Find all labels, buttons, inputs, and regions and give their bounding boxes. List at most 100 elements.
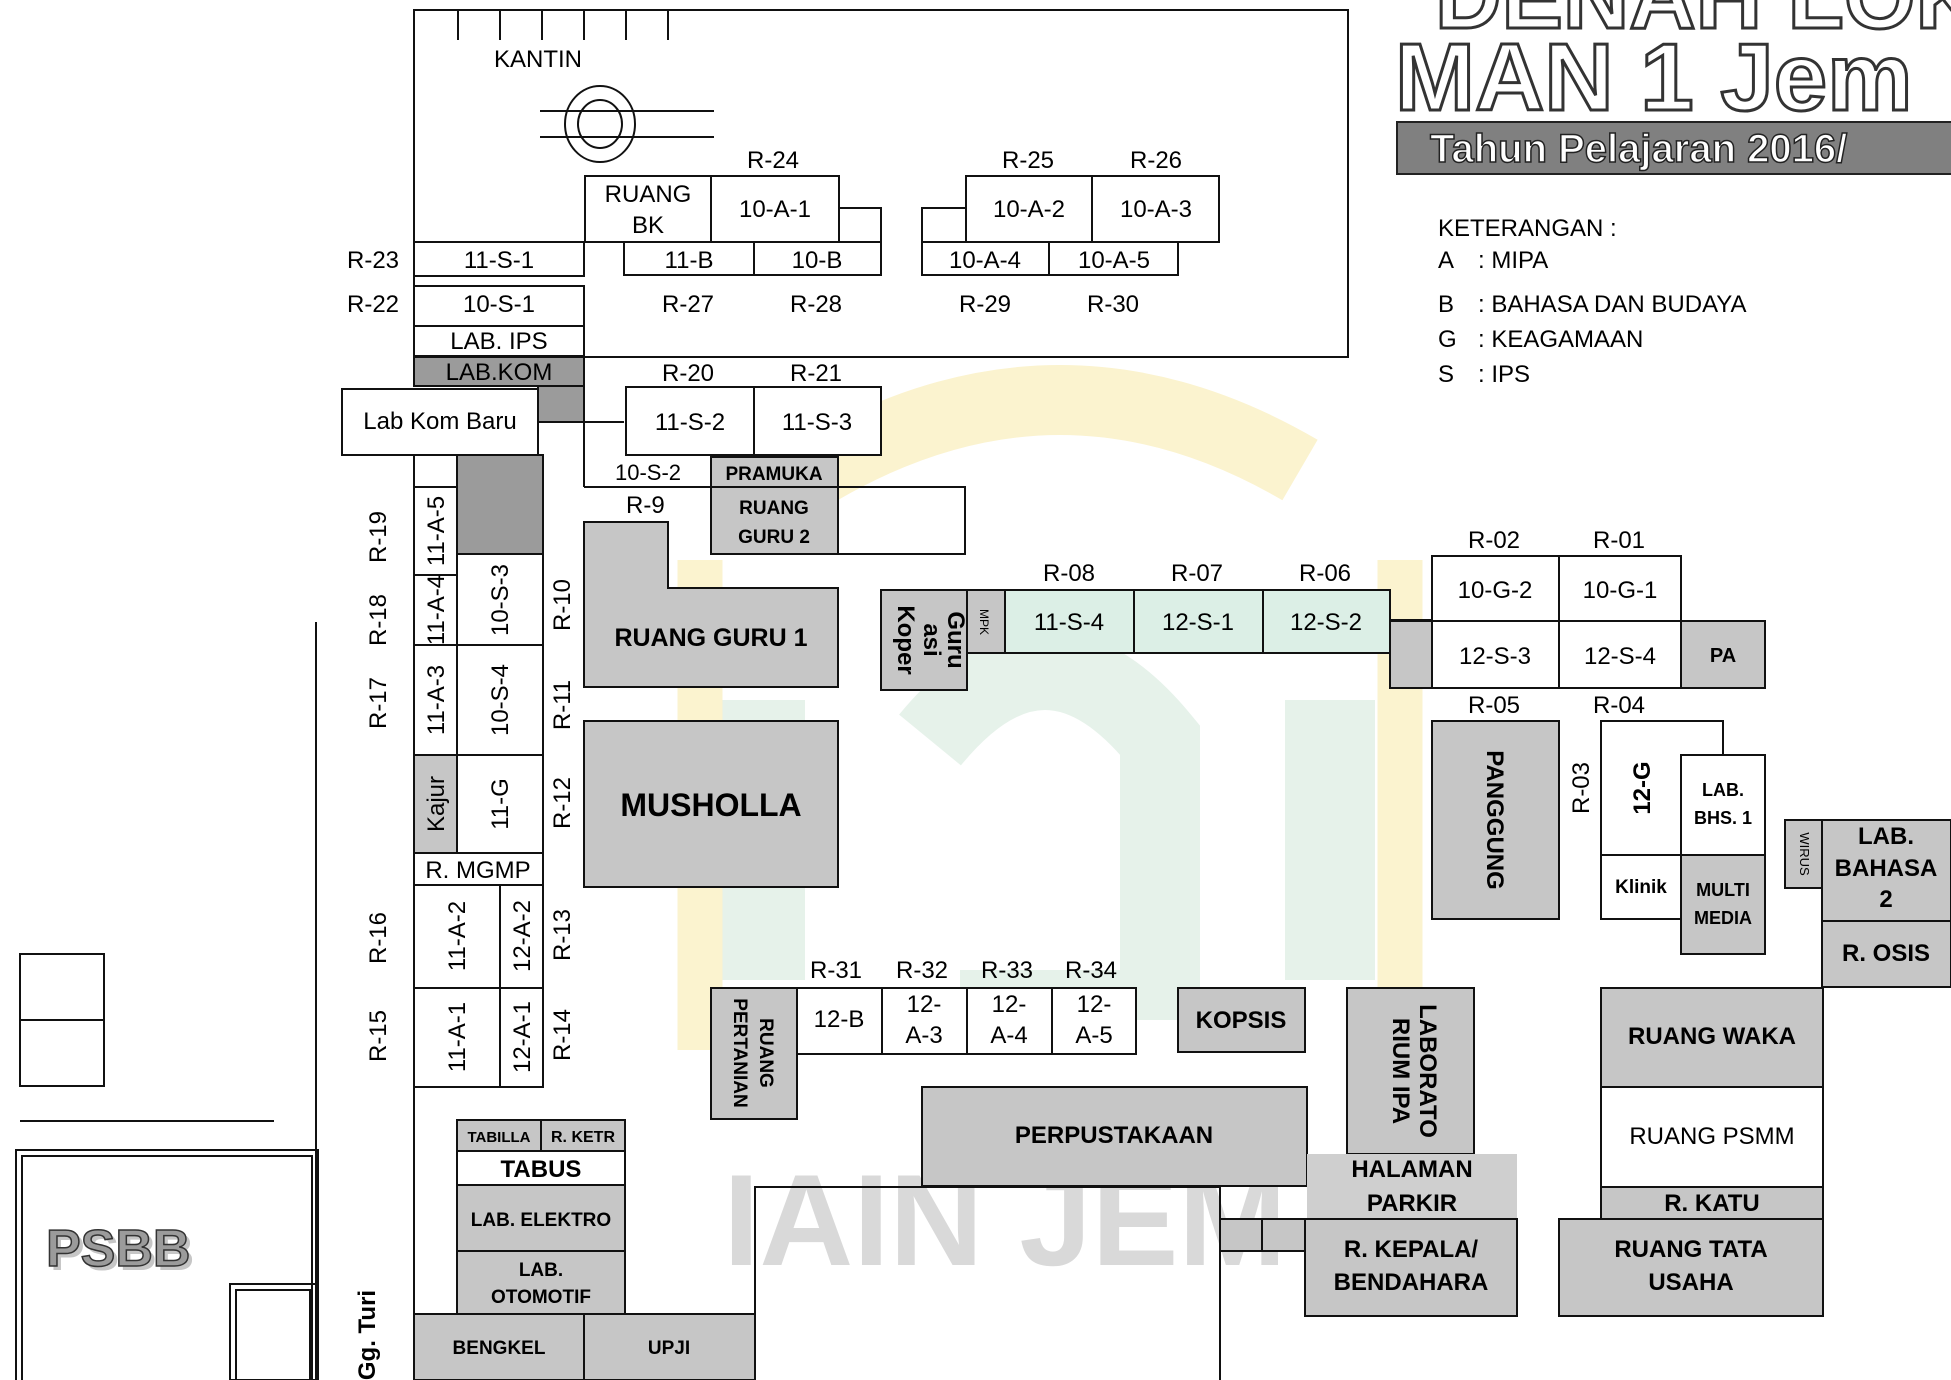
- ruang-tata-usaha-label-2: USAHA: [1648, 1269, 1733, 1296]
- r-kepala-label-1: R. KEPALA/: [1344, 1236, 1479, 1263]
- r-osis[interactable]: [1821, 920, 1951, 988]
- ruang-waka[interactable]: [1600, 987, 1824, 1088]
- class-11-a-5[interactable]: [413, 486, 458, 576]
- perpustakaan[interactable]: [921, 1086, 1308, 1187]
- legend-desc-a: : MIPA: [1478, 247, 1548, 274]
- psbb-label-shadow: PSBB: [50, 1224, 194, 1282]
- room-number-r10: R-10: [549, 579, 576, 631]
- legend-desc-g: : KEAGAMAAN: [1478, 326, 1643, 353]
- multimedia[interactable]: [1680, 854, 1766, 955]
- lab-bahasa-2[interactable]: [1821, 819, 1951, 922]
- ruang-pertanian[interactable]: [710, 987, 798, 1120]
- ruang-guru-2[interactable]: [710, 486, 839, 555]
- class-12-a-5-label-2: A-5: [1075, 1022, 1112, 1049]
- class-10-s-4[interactable]: [456, 644, 544, 756]
- ruang-tata-usaha[interactable]: [1558, 1218, 1824, 1317]
- class-12-a-1[interactable]: [499, 987, 544, 1088]
- kajur[interactable]: [413, 754, 458, 854]
- class-11-b[interactable]: [623, 241, 755, 276]
- class-10-a-3[interactable]: [1091, 175, 1220, 243]
- ruang-bk-label-2: BK: [632, 212, 664, 239]
- r-ketr[interactable]: [540, 1119, 626, 1152]
- ruang-psmm-label: RUANG PSMM: [1629, 1123, 1794, 1150]
- kopsis[interactable]: [1177, 987, 1306, 1053]
- lab-otomotif-label-1: LAB.: [519, 1260, 563, 1281]
- class-11-s-3-label: 11-S-3: [782, 409, 852, 436]
- psbb-corner-room-inner: [235, 1289, 311, 1380]
- class-11-g[interactable]: [456, 754, 544, 854]
- panggung-label: PANGGUNG: [1481, 750, 1508, 890]
- musholla[interactable]: [583, 720, 839, 888]
- class-11-a-1[interactable]: [413, 987, 501, 1088]
- r-katu[interactable]: [1600, 1186, 1824, 1220]
- class-10-g-1[interactable]: [1558, 555, 1682, 624]
- class-10-s-3[interactable]: [456, 553, 544, 646]
- halaman-parkir-label-2: PARKIR: [1367, 1190, 1457, 1217]
- class-12-a-2[interactable]: [499, 884, 544, 989]
- class-10-a-2-label: 10-A-2: [993, 196, 1065, 223]
- lower-building-outline: [754, 1186, 1221, 1380]
- panggung[interactable]: [1431, 720, 1560, 920]
- halaman-parkir-label-1: HALAMAN: [1351, 1156, 1472, 1183]
- class-10-s-4-label: 10-S-4: [487, 664, 514, 736]
- class-12-a-3[interactable]: [881, 987, 968, 1055]
- lab-kom-corridor: [537, 385, 585, 423]
- room-number-r33: R-33: [981, 957, 1033, 984]
- class-10-s-1[interactable]: [413, 285, 585, 327]
- room-number-r24: R-24: [747, 147, 799, 174]
- room-number-r28: R-28: [790, 291, 842, 318]
- halaman-parkir[interactable]: [1307, 1154, 1517, 1219]
- class-11-b-label: 11-B: [665, 247, 714, 274]
- room-number-r05: R-05: [1468, 692, 1520, 719]
- lab-bahasa-1[interactable]: [1680, 754, 1766, 856]
- lab-kom-baru[interactable]: [341, 388, 539, 456]
- class-12-s-4[interactable]: [1558, 620, 1682, 689]
- legend-desc-s: : IPS: [1478, 361, 1530, 388]
- lab-ips-label: LAB. IPS: [450, 328, 547, 355]
- ruang-guru-2-label-2: GURU 2: [738, 527, 810, 548]
- r-kepala-bendahara[interactable]: [1304, 1218, 1518, 1317]
- lab-bahasa-1-label-2: BHS. 1: [1694, 808, 1752, 828]
- class-11-a-4[interactable]: [413, 574, 458, 646]
- class-10-s-1-label: 10-S-1: [463, 291, 535, 318]
- lab-kom[interactable]: [413, 356, 585, 387]
- lab-ips[interactable]: [413, 325, 585, 357]
- title-line-1: DENAH LOKA: [1435, 0, 1951, 48]
- class-10-b[interactable]: [753, 241, 882, 276]
- ruang-psmm[interactable]: [1600, 1086, 1824, 1188]
- left-column-store: [456, 454, 544, 555]
- class-11-a-3[interactable]: [413, 644, 458, 756]
- class-11-s-3[interactable]: [753, 386, 882, 456]
- koperasi-guru[interactable]: [880, 589, 968, 691]
- laboratorium-ipa[interactable]: [1346, 987, 1475, 1155]
- class-10-a-5[interactable]: [1048, 241, 1179, 276]
- lab-kom-label: LAB.KOM: [446, 359, 553, 386]
- klinik[interactable]: [1600, 854, 1682, 920]
- class-11-a-4-label: 11-A-4: [423, 575, 450, 645]
- ruang-guru-1[interactable]: [583, 521, 839, 688]
- legend-code-a: A: [1438, 247, 1454, 274]
- lab-elektro[interactable]: [456, 1184, 626, 1252]
- class-11-s-4[interactable]: [1004, 589, 1135, 654]
- class-12-b[interactable]: [796, 987, 883, 1055]
- class-10-a-3-label: 10-A-3: [1120, 196, 1192, 223]
- legend-code-b: B: [1438, 291, 1454, 318]
- class-10-a-1-label: 10-A-1: [739, 196, 811, 223]
- guru-2-annex: [838, 486, 966, 555]
- title-line-2: MAN 1 Jem: [1395, 24, 1913, 131]
- psbb-label: PSBB: [46, 1220, 190, 1278]
- room-number-r25: R-25: [1002, 147, 1054, 174]
- mpk-label: MPK: [977, 609, 991, 635]
- kepala-annex-2: [1261, 1218, 1306, 1252]
- class-11-s-2-label: 11-S-2: [655, 409, 725, 436]
- r-katu-label: R. KATU: [1664, 1190, 1760, 1217]
- legend-desc-b: : BAHASA DAN BUDAYA: [1478, 291, 1747, 318]
- class-12-s-2[interactable]: [1262, 589, 1391, 654]
- pa[interactable]: [1680, 620, 1766, 689]
- upji[interactable]: [583, 1313, 756, 1380]
- class-10-a-2[interactable]: [965, 175, 1093, 243]
- class-10-a-4[interactable]: [921, 241, 1050, 276]
- room-number-r22: R-22: [347, 291, 399, 318]
- class-11-s-1[interactable]: [413, 241, 585, 277]
- ruang-bk-label-1: RUANG: [605, 181, 692, 208]
